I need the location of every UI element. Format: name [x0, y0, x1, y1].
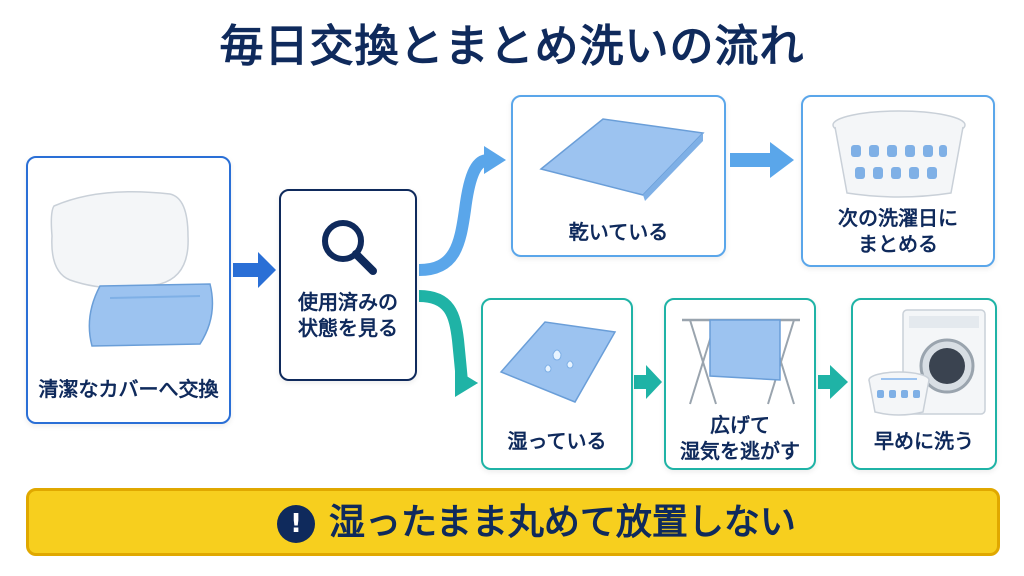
- warning-banner: ! 湿ったまま丸めて放置しない: [26, 488, 1000, 556]
- step-card-dry: 乾いている: [511, 95, 726, 257]
- step-card-wash-early: 早めに洗う: [851, 298, 997, 470]
- washing-machine-icon: [868, 309, 986, 416]
- arrow-check-to-wet: [418, 290, 478, 397]
- step-card-wet: 湿っている: [481, 298, 633, 470]
- arrow-wet-to-spread: [634, 365, 662, 399]
- arrow-start-to-check: [233, 252, 276, 288]
- step-label-dry: 乾いている: [568, 220, 669, 244]
- step-label-check-state: 使用済みの 状態を見る: [298, 290, 398, 340]
- damp-cover-icon: [499, 321, 617, 403]
- laundry-basket-icon: [832, 110, 966, 198]
- step-label-spread-to-dry: 広げて 湿気を逃がす: [680, 413, 800, 463]
- pillow-and-cover-icon: [50, 190, 214, 347]
- warning-text: 湿ったまま丸めて放置しない: [329, 502, 796, 543]
- exclamation-icon: !: [277, 505, 315, 543]
- step-label-wash-early: 早めに洗う: [874, 429, 974, 453]
- arrow-spread-to-wash: [818, 365, 848, 399]
- step-label-next-wash-day: 次の洗濯日に まとめる: [838, 206, 958, 256]
- magnifier-icon: [322, 220, 377, 275]
- step-card-check-state: 使用済みの 状態を見る: [279, 189, 417, 381]
- folded-cover-icon: [539, 118, 705, 201]
- step-card-clean-cover: 清潔なカバーへ交換: [26, 156, 231, 424]
- arrow-dry-to-next: [730, 142, 794, 178]
- drying-rack-icon: [682, 318, 800, 405]
- arrow-check-to-dry: [418, 146, 506, 276]
- step-label-clean-cover: 清潔なカバーへ交換: [38, 377, 219, 401]
- page-title: 毎日交換とまとめ洗いの流れ: [219, 21, 805, 72]
- step-label-wet: 湿っている: [507, 429, 607, 453]
- step-card-spread-to-dry: 広げて 湿気を逃がす: [664, 298, 816, 470]
- step-card-next-wash-day: 次の洗濯日に まとめる: [801, 95, 995, 267]
